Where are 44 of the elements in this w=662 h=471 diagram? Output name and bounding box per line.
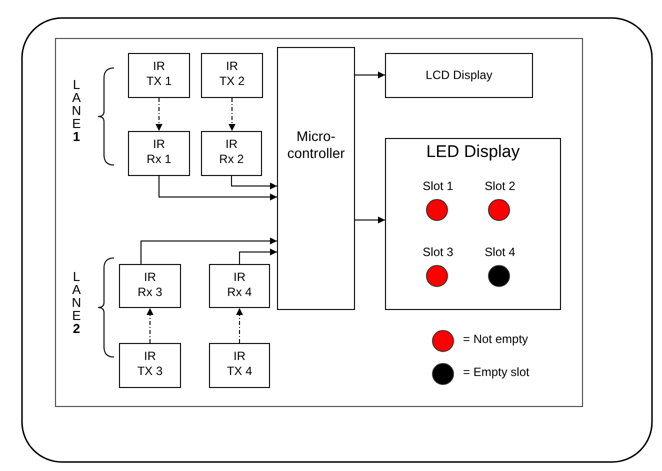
node-label: IR Rx 4: [226, 270, 253, 300]
sensor-box: [201, 131, 262, 176]
node-label: IR Rx 2: [218, 137, 245, 167]
indicator-light: [426, 265, 448, 287]
sensor-box: [128, 53, 190, 98]
arrow: [140, 238, 278, 264]
node-label: LED Display: [425, 142, 521, 162]
sensor-box: [209, 264, 270, 308]
sensor-box: [128, 131, 190, 176]
arrow: [156, 98, 162, 132]
arrow: [146, 308, 154, 344]
slot-label: Slot 2: [484, 180, 516, 193]
slot-label: Slot 4: [484, 246, 516, 259]
node-label: IR TX 4: [226, 349, 254, 379]
arrow: [354, 216, 386, 224]
arrow: [231, 176, 278, 190]
slot-label: Slot 3: [422, 246, 454, 259]
indicator-light: [488, 265, 510, 287]
arrow: [354, 72, 386, 78]
lane-label: LANE 1: [70, 78, 82, 143]
display-panel: [385, 138, 561, 310]
slot-label: Slot 1: [422, 180, 454, 193]
indicator-light: [426, 199, 448, 221]
sensor-box: [201, 53, 263, 98]
indicator-light: [488, 199, 510, 221]
arrow: [239, 248, 278, 264]
sensor-box: [119, 343, 181, 388]
display-box: [385, 53, 533, 98]
sensor-box: [119, 264, 181, 308]
arrow: [228, 98, 236, 132]
node-label: IR Rx 1: [146, 137, 172, 167]
node-label: IR TX 3: [136, 349, 164, 379]
node-label: IR TX 1: [145, 59, 173, 89]
legend-label: = Empty slot: [463, 366, 530, 379]
sensor-box: [209, 343, 270, 388]
arrow: [158, 176, 278, 200]
controller-box: [277, 47, 355, 310]
legend-label: = Not empty: [463, 333, 528, 346]
arrow: [236, 308, 243, 344]
node-label: Micro-controller: [286, 128, 346, 162]
node-label: IR Rx 3: [136, 270, 164, 300]
lane-label: LANE 2: [70, 270, 82, 335]
node-label: IR TX 2: [218, 59, 246, 89]
node-label: LCD Display: [424, 68, 494, 83]
